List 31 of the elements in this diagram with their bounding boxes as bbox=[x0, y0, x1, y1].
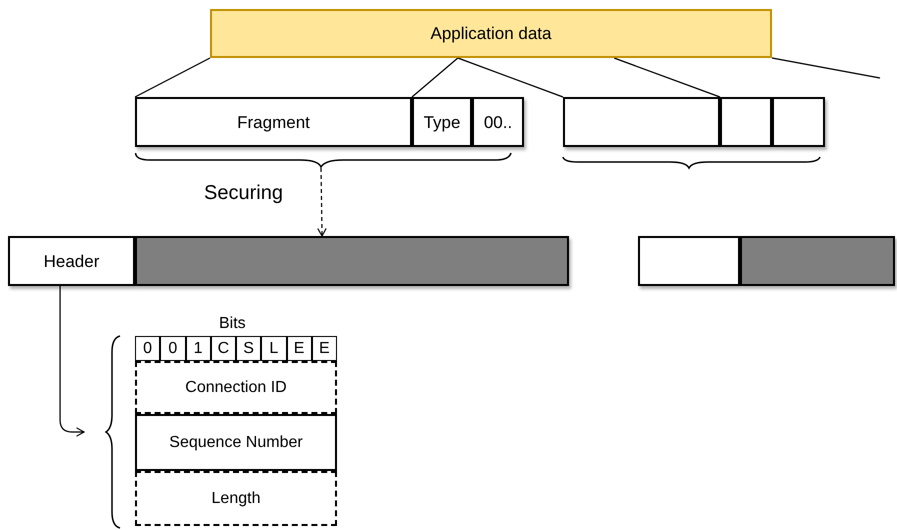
connector-line bbox=[614, 57, 720, 98]
field-box bbox=[772, 97, 825, 147]
connector-line bbox=[772, 57, 880, 79]
field-box bbox=[720, 97, 772, 147]
data-box: Application data bbox=[210, 9, 772, 58]
header-field: Length bbox=[135, 471, 337, 526]
bits-label: Bits bbox=[219, 316, 246, 332]
field-box: Header bbox=[8, 236, 135, 286]
arrow bbox=[317, 168, 327, 237]
bit-cell: 0 bbox=[135, 336, 160, 361]
header-field: Sequence Number bbox=[135, 414, 337, 471]
edge-label: Securing bbox=[204, 183, 283, 203]
bit-cell: 0 bbox=[160, 336, 186, 361]
encrypted-bar bbox=[135, 236, 569, 286]
bit-cell: L bbox=[261, 336, 286, 361]
connector-line bbox=[458, 57, 564, 98]
field-box: Type bbox=[412, 97, 472, 147]
connector-line bbox=[134, 57, 210, 98]
encrypted-bar bbox=[740, 236, 895, 286]
bit-cell: E bbox=[286, 336, 312, 361]
brace bbox=[135, 152, 512, 168]
arrow bbox=[59, 286, 85, 437]
bit-cell: 1 bbox=[186, 336, 211, 361]
bit-cell: S bbox=[236, 336, 262, 361]
field-box bbox=[638, 236, 740, 286]
bit-cell: C bbox=[210, 336, 236, 361]
field-box: 00.. bbox=[472, 97, 524, 147]
field-box: Fragment bbox=[135, 97, 412, 147]
connector-line bbox=[412, 58, 458, 98]
field-box bbox=[563, 97, 720, 147]
bit-cell: E bbox=[312, 336, 337, 361]
